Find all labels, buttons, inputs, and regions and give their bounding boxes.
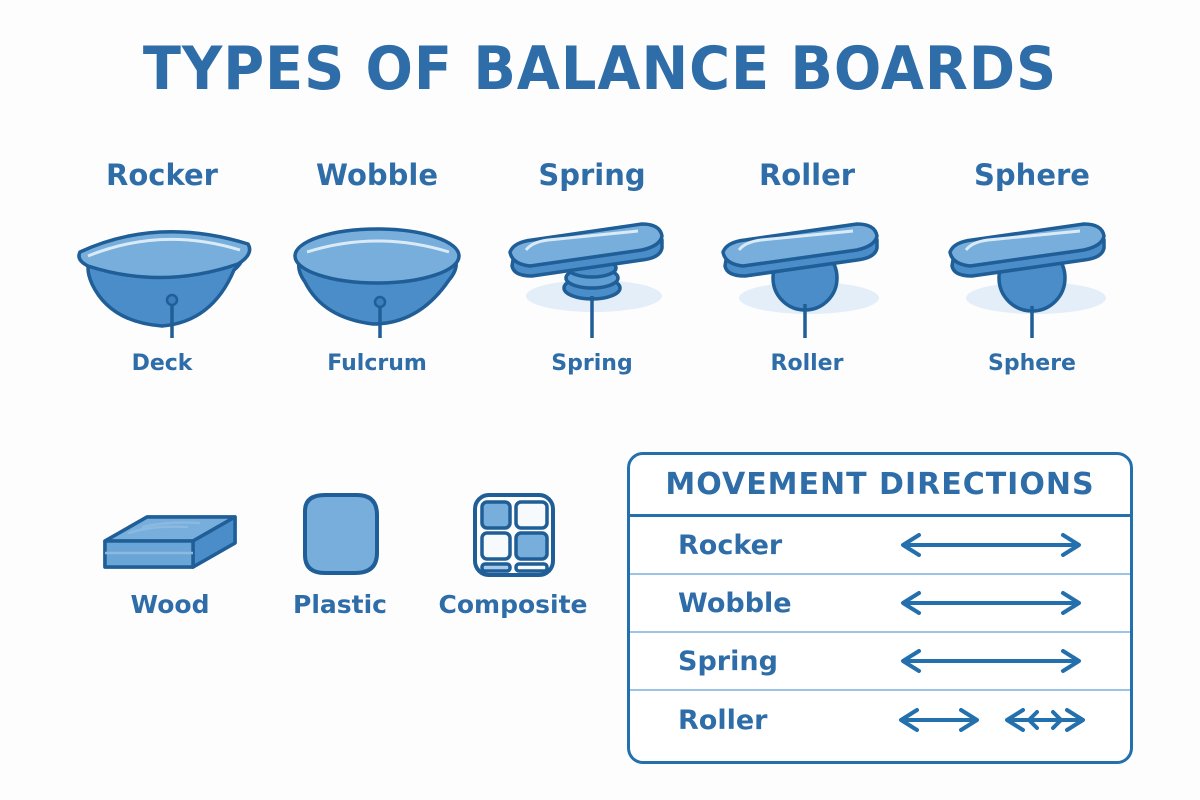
board-title-rocker: Rocker <box>106 158 218 192</box>
materials-row: Wood Plastic <box>60 480 600 645</box>
material-label-composite: Composite <box>438 590 588 619</box>
material-card-wood: Wood <box>80 480 260 619</box>
board-card-wobble: Wobble Fulcrum <box>257 158 497 376</box>
board-illustration-roller <box>687 204 927 349</box>
board-title-spring: Spring <box>538 158 646 192</box>
movement-arrows-spring <box>893 648 1130 674</box>
double-headed-arrow-icon <box>901 533 1081 557</box>
movement-label-spring: Spring <box>678 645 778 677</box>
movement-arrows-roller <box>893 707 1130 733</box>
board-title-roller: Roller <box>758 158 856 192</box>
board-illustration-rocker <box>42 204 282 349</box>
material-label-plastic: Plastic <box>293 590 387 619</box>
material-card-plastic: Plastic <box>250 480 430 619</box>
movement-label-rocker: Rocker <box>678 529 783 561</box>
board-illustration-sphere <box>912 204 1152 349</box>
movement-arrows-rocker <box>893 532 1130 558</box>
material-card-composite: Composite <box>418 480 608 619</box>
page-title: TYPES OF BALANCE BOARDS <box>142 34 1058 104</box>
material-label-wood: Wood <box>130 590 210 619</box>
board-types-row: Rocker Deck Wobble <box>0 158 1200 408</box>
board-card-spring: Spring Spring <box>472 158 712 376</box>
board-part-label-wobble: Fulcrum <box>327 351 427 376</box>
board-part-label-sphere: Sphere <box>988 351 1076 376</box>
double-headed-arrow-icon <box>901 591 1081 615</box>
board-part-label-roller: Roller <box>770 351 844 376</box>
board-title-sphere: Sphere <box>974 158 1090 192</box>
double-headed-arrow-icon <box>899 708 979 732</box>
movement-row-spring: Spring <box>630 633 1130 691</box>
board-part-label-rocker: Deck <box>131 351 193 376</box>
wood-plank-icon <box>80 480 260 590</box>
double-headed-arrow-with-center-tick-icon <box>1005 708 1085 732</box>
board-illustration-spring <box>472 204 712 349</box>
board-title-wobble: Wobble <box>315 158 438 192</box>
movement-arrows-wobble <box>893 590 1130 616</box>
board-illustration-wobble <box>257 204 497 349</box>
composite-grid-icon <box>418 480 608 590</box>
board-part-label-spring: Spring <box>551 351 633 376</box>
movement-row-rocker: Rocker <box>630 517 1130 575</box>
plastic-shape-icon <box>250 480 430 590</box>
movement-label-wobble: Wobble <box>678 587 792 619</box>
movement-row-wobble: Wobble <box>630 575 1130 633</box>
double-headed-arrow-icon <box>901 649 1081 673</box>
board-card-roller: Roller Roller <box>687 158 927 376</box>
movement-label-roller: Roller <box>678 704 768 736</box>
movement-row-roller: Roller <box>630 691 1130 749</box>
panel-header-title: MOVEMENT DIRECTIONS <box>630 455 1130 517</box>
board-card-rocker: Rocker Deck <box>42 158 282 376</box>
movement-directions-panel: MOVEMENT DIRECTIONS Rocker Wobble <box>627 452 1133 764</box>
board-card-sphere: Sphere Sphere <box>912 158 1152 376</box>
